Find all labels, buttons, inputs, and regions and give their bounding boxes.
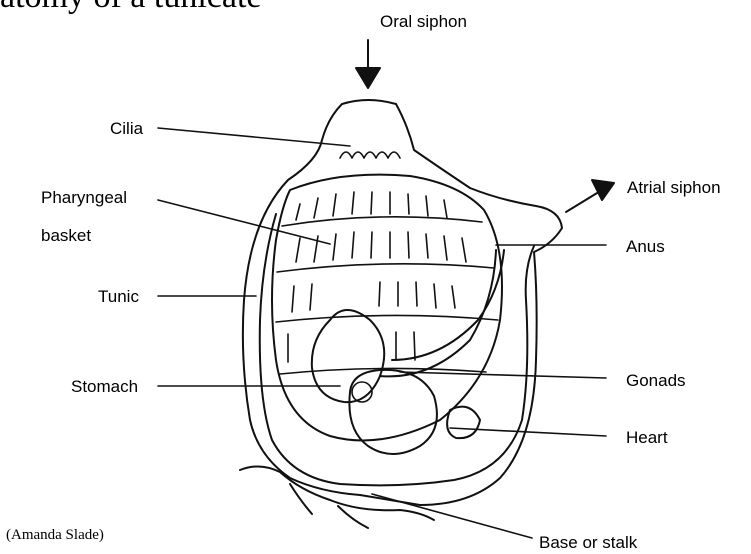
leader-lines	[158, 128, 606, 538]
base-stalk	[240, 466, 434, 528]
label-cilia: Cilia	[110, 118, 143, 140]
label-stomach: Stomach	[71, 376, 138, 398]
label-atrial-siphon: Atrial siphon	[627, 177, 721, 199]
image-credit: (Amanda Slade)	[6, 527, 104, 544]
pharyngeal-basket-outline	[272, 175, 502, 441]
label-basket: basket	[41, 225, 91, 247]
basket-bars	[276, 192, 498, 374]
heart-marker	[447, 407, 480, 439]
label-anus: Anus	[626, 236, 665, 258]
rectum	[380, 250, 496, 376]
label-tunic: Tunic	[98, 286, 139, 308]
atrial-siphon-arrow	[566, 180, 614, 212]
label-gonads: Gonads	[626, 370, 686, 392]
label-oral-siphon: Oral siphon	[380, 11, 467, 33]
label-pharyngeal: Pharyngeal	[41, 187, 127, 209]
label-heart: Heart	[626, 427, 668, 449]
outer-tunic-outline	[243, 100, 562, 505]
cilia	[340, 152, 400, 158]
intestine	[312, 310, 384, 402]
oral-siphon-arrow	[356, 40, 380, 88]
label-base-or-stalk: Base or stalk	[539, 532, 637, 554]
